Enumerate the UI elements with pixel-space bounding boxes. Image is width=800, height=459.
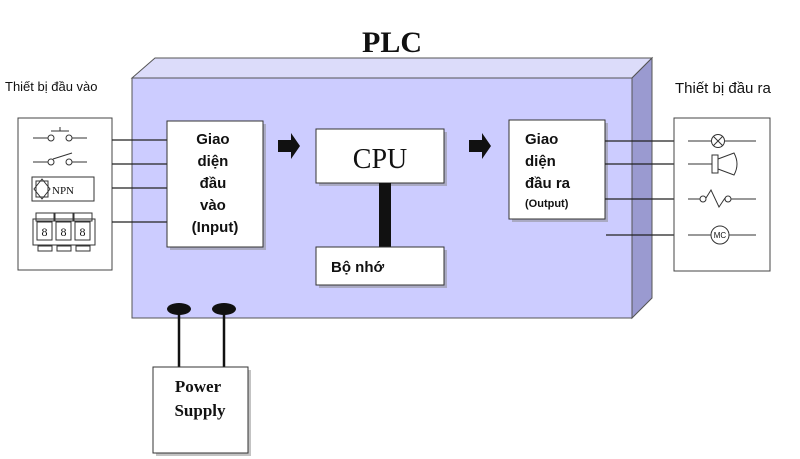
normally-open-switch-icon (33, 127, 87, 142)
power-supply-box: Power Supply (152, 366, 251, 456)
npn-label: NPN (52, 185, 74, 197)
plc-title: PLC (362, 26, 422, 59)
input-devices-panel: NPN 8 8 8 (17, 117, 113, 271)
input-interface-line: diện (197, 153, 228, 170)
power-supply-line: Power (175, 377, 222, 396)
input-interface-line: Giao (196, 131, 229, 148)
arrow-cpu-to-output-icon (469, 133, 491, 159)
plc-side-face (631, 56, 653, 320)
output-devices-panel: MC (673, 117, 771, 272)
power-connections (167, 303, 236, 368)
thumbwheel-digit: 8 (42, 225, 48, 239)
input-interface-line: vào (200, 197, 226, 214)
power-terminal (167, 303, 191, 315)
thumbwheel-digit: 8 (80, 225, 86, 239)
thumbwheel-switch-icon: 8 8 8 (32, 212, 96, 252)
output-interface-line: diện (525, 153, 556, 170)
svg-text:Giao diện đầu: Giao diện đầu vào (Input) (192, 131, 239, 236)
cpu-box: CPU (315, 128, 447, 186)
horn-icon (688, 152, 738, 176)
cpu-label: CPU (353, 144, 407, 175)
svg-text:Power Supply: Power Supply (174, 377, 226, 420)
output-interface-line: đầu ra (525, 175, 571, 192)
memory-box: Bộ nhớ (315, 246, 447, 288)
normally-closed-switch-icon (33, 152, 87, 166)
input-interface-line: đầu (200, 175, 227, 192)
output-interface-line: (Output) (525, 198, 569, 210)
lamp-icon (688, 134, 756, 148)
output-wires (605, 140, 674, 236)
memory-label: Bộ nhớ (331, 259, 384, 276)
heater-icon (688, 188, 756, 209)
cpu-memory-bus (379, 183, 391, 247)
power-terminal (212, 303, 236, 315)
mc-label: MC (714, 231, 727, 240)
arrow-input-to-cpu-icon (278, 133, 300, 159)
output-interface-line: Giao (525, 131, 558, 148)
plc-top-face (130, 57, 654, 79)
output-devices-label: Thiết bị đầu ra (675, 80, 772, 97)
motor-contactor-icon: MC (688, 225, 756, 245)
npn-sensor-icon: NPN (31, 176, 95, 202)
thumbwheel-digit: 8 (61, 225, 67, 239)
svg-text:Giao diện đầu ra: Giao diện đầu ra (525, 131, 571, 192)
input-devices-label: Thiết bị đầu vào (5, 79, 98, 94)
output-interface-box: Giao diện đầu ra (Output) (508, 119, 608, 222)
input-interface-line: (Input) (192, 219, 239, 236)
power-supply-line: Supply (174, 401, 226, 420)
input-wires (112, 139, 167, 223)
input-interface-box: Giao diện đầu vào (Input) (166, 120, 266, 250)
